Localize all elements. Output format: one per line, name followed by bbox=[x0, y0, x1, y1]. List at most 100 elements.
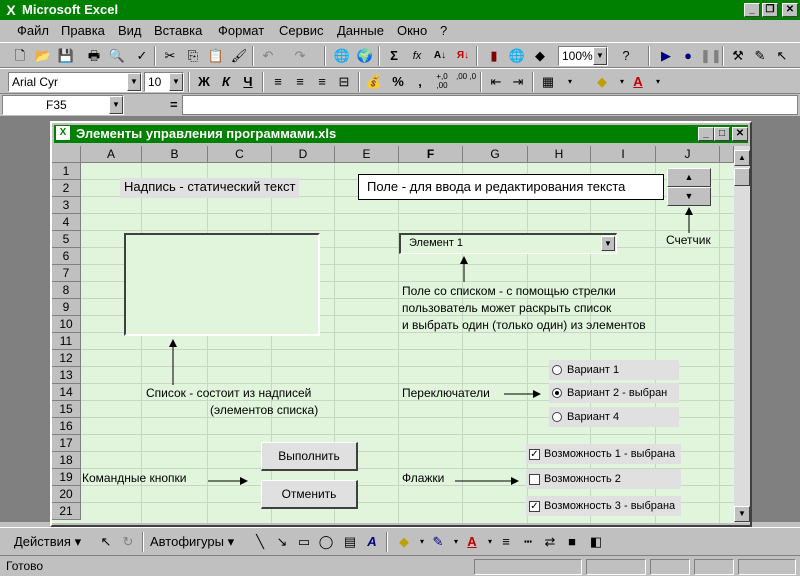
chevron-down-icon[interactable]: ▼ bbox=[601, 236, 615, 251]
spelling-icon[interactable]: ✓ bbox=[136, 48, 148, 63]
design-mode-icon[interactable]: ✎ bbox=[754, 48, 766, 63]
rectangle-icon[interactable]: ▭ bbox=[297, 534, 311, 549]
column-header[interactable]: D bbox=[272, 146, 335, 163]
redo-icon[interactable]: ↷ bbox=[294, 48, 306, 63]
row-header[interactable]: 16 bbox=[52, 418, 81, 435]
decrease-indent-icon[interactable]: ⇤ bbox=[490, 74, 502, 89]
decrease-decimal-button[interactable]: ,00 ,0 bbox=[456, 72, 477, 81]
paste-icon[interactable]: 📋 bbox=[207, 48, 225, 63]
row-header[interactable]: 14 bbox=[52, 384, 81, 401]
row-header[interactable]: 10 bbox=[52, 316, 81, 333]
select-objects-icon[interactable]: ↖ bbox=[100, 534, 112, 549]
autoshapes-menu[interactable]: Автофигуры ▾ bbox=[150, 534, 235, 549]
checkbox-2[interactable]: Возможность 2 bbox=[526, 469, 681, 489]
workbook-icon[interactable]: X bbox=[56, 126, 70, 140]
name-box[interactable]: F35 ▼ bbox=[2, 95, 124, 115]
menu-data[interactable]: Данные bbox=[337, 23, 384, 38]
scroll-down-icon[interactable]: ▼ bbox=[734, 506, 750, 522]
chart-wizard-icon[interactable]: ▮ bbox=[490, 48, 498, 63]
arrow-icon[interactable]: ↘ bbox=[276, 534, 288, 549]
radio-option-2[interactable]: Вариант 2 - выбран bbox=[549, 383, 679, 403]
pause-icon[interactable]: ❚❚ bbox=[700, 48, 722, 63]
row-header[interactable]: 19 bbox=[52, 469, 81, 486]
dash-style-icon[interactable]: ┅ bbox=[524, 534, 532, 549]
scroll-thumb[interactable] bbox=[734, 168, 750, 186]
menu-view[interactable]: Вид bbox=[118, 23, 142, 38]
spinner-up-button[interactable]: ▲ bbox=[667, 168, 711, 187]
oval-icon[interactable]: ◯ bbox=[318, 534, 334, 549]
column-header[interactable]: H bbox=[528, 146, 591, 163]
row-header[interactable]: 20 bbox=[52, 486, 81, 503]
run-button[interactable]: Выполнить bbox=[261, 442, 358, 471]
menu-help[interactable]: ? bbox=[440, 23, 448, 38]
row-header[interactable]: 15 bbox=[52, 401, 81, 418]
actions-menu[interactable]: Действия ▾ bbox=[14, 534, 82, 549]
zoom-combo[interactable]: 100% ▼ bbox=[558, 46, 608, 66]
column-header[interactable]: C bbox=[208, 146, 272, 163]
cancel-button[interactable]: Отменить bbox=[261, 480, 358, 509]
font-size-combo[interactable]: 10 ▼ bbox=[144, 72, 184, 92]
excel-icon[interactable]: X bbox=[6, 2, 16, 18]
vertical-scrollbar[interactable]: ▲ ▼ bbox=[734, 146, 750, 523]
checkbox-3[interactable]: ✓ Возможность 3 - выбрана bbox=[526, 496, 681, 516]
autosum-icon[interactable]: Σ bbox=[390, 48, 398, 63]
column-header[interactable]: A bbox=[81, 146, 142, 163]
row-header[interactable]: 21 bbox=[52, 503, 81, 520]
font-color-icon[interactable]: A bbox=[467, 534, 477, 549]
checkbox-1[interactable]: ✓ Возможность 1 - выбрана bbox=[526, 444, 681, 464]
chevron-down-icon[interactable]: ▼ bbox=[109, 96, 123, 114]
print-icon[interactable]: 🖶 bbox=[87, 48, 101, 63]
menu-tools[interactable]: Сервис bbox=[279, 23, 324, 38]
row-header[interactable]: 8 bbox=[52, 282, 81, 299]
minimize-button[interactable]: _ bbox=[744, 3, 760, 17]
copy-icon[interactable]: ⎘ bbox=[187, 48, 199, 63]
menu-format[interactable]: Формат bbox=[218, 23, 265, 38]
underline-button[interactable]: Ч bbox=[243, 74, 253, 89]
chevron-down-icon[interactable]: ▾ bbox=[487, 537, 492, 546]
spinner-down-button[interactable]: ▼ bbox=[667, 187, 711, 206]
shadow-icon[interactable]: ■ bbox=[568, 534, 576, 549]
scroll-up-icon[interactable]: ▲ bbox=[734, 150, 750, 166]
cut-icon[interactable]: ✂ bbox=[164, 48, 176, 63]
borders-icon[interactable]: ▦ bbox=[541, 74, 555, 89]
align-right-icon[interactable]: ≡ bbox=[318, 74, 326, 89]
row-header[interactable]: 1 bbox=[52, 163, 81, 180]
row-header[interactable]: 3 bbox=[52, 197, 81, 214]
office-assistant-icon[interactable]: ? bbox=[622, 48, 630, 63]
close-button[interactable]: ✕ bbox=[782, 3, 798, 17]
row-header[interactable]: 11 bbox=[52, 333, 81, 350]
properties-icon[interactable]: ↖ bbox=[776, 48, 788, 63]
3d-icon[interactable]: ◧ bbox=[589, 534, 603, 549]
fill-color-icon[interactable]: ◆ bbox=[399, 534, 409, 549]
wb-maximize-button[interactable]: □ bbox=[714, 127, 730, 141]
function-icon[interactable]: fx bbox=[412, 50, 422, 62]
record-macro-icon[interactable]: ● bbox=[684, 48, 692, 63]
wb-minimize-button[interactable]: _ bbox=[698, 127, 714, 141]
line-icon[interactable]: ╲ bbox=[256, 534, 264, 549]
worksheet-grid[interactable]: A B C D E F G H I J 1 2 3 4 5 6 7 8 9 10… bbox=[52, 146, 734, 523]
combo-box[interactable]: Элемент 1 ▼ bbox=[399, 233, 617, 254]
column-header[interactable]: E bbox=[335, 146, 399, 163]
align-center-icon[interactable]: ≡ bbox=[296, 74, 304, 89]
sort-descending-icon[interactable]: Я↓ bbox=[456, 50, 470, 61]
currency-icon[interactable]: 💰 bbox=[365, 74, 383, 89]
undo-icon[interactable]: ↶ bbox=[262, 48, 274, 63]
menu-insert[interactable]: Вставка bbox=[154, 23, 203, 38]
map-icon[interactable]: 🌐 bbox=[508, 48, 526, 63]
edit-field[interactable]: Поле - для ввода и редактирования текста bbox=[358, 174, 664, 200]
menu-edit[interactable]: Правка bbox=[61, 23, 105, 38]
select-all-corner[interactable] bbox=[52, 146, 81, 163]
menu-window[interactable]: Окно bbox=[397, 23, 428, 38]
chevron-down-icon[interactable]: ▼ bbox=[127, 73, 141, 91]
new-icon[interactable]: 🗋 bbox=[14, 48, 26, 63]
column-header[interactable]: F bbox=[399, 146, 463, 163]
line-style-icon[interactable]: ≡ bbox=[502, 534, 510, 549]
row-header[interactable]: 7 bbox=[52, 265, 81, 282]
chevron-down-icon[interactable]: ▾ bbox=[567, 77, 572, 86]
row-header[interactable]: 4 bbox=[52, 214, 81, 231]
row-header[interactable]: 18 bbox=[52, 452, 81, 469]
wb-close-button[interactable]: ✕ bbox=[732, 127, 748, 141]
chevron-down-icon[interactable]: ▾ bbox=[655, 77, 660, 86]
row-header[interactable]: 5 bbox=[52, 231, 81, 248]
textbox-icon[interactable]: ▤ bbox=[343, 534, 357, 549]
